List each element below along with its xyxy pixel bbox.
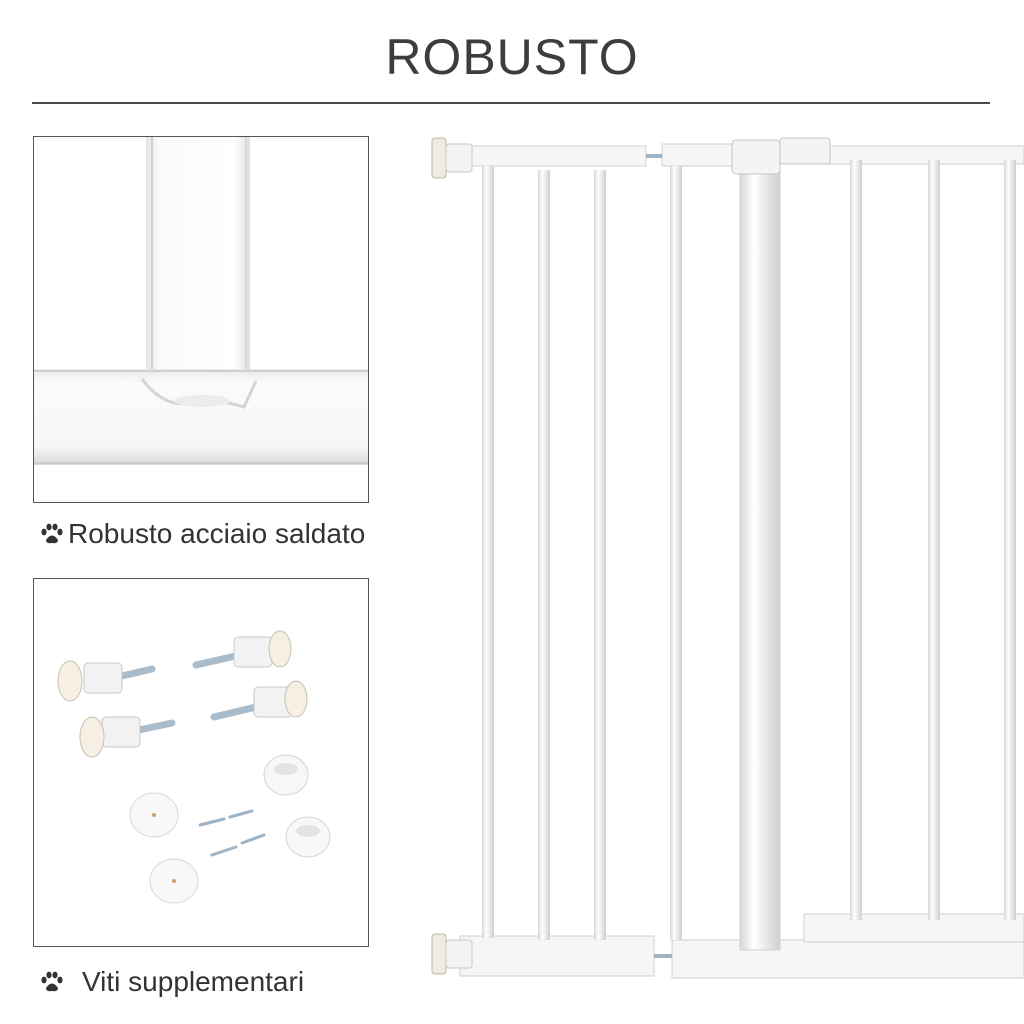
feature-caption-screws: Viti supplementari	[40, 966, 304, 1000]
welded-steel-image	[33, 136, 369, 503]
page-title: ROBUSTO	[385, 29, 639, 85]
pressure-spindle-4	[79, 716, 176, 758]
paw-icon	[40, 968, 64, 1000]
extra-screws-image	[33, 578, 369, 947]
paw-icon	[40, 520, 64, 552]
feature-label: Robusto acciaio saldato	[68, 518, 366, 549]
title-divider	[32, 102, 990, 104]
safety-gate-image	[410, 130, 1024, 990]
wall-cups	[129, 754, 331, 904]
pressure-spindle-1	[57, 660, 156, 702]
feature-label: Viti supplementari	[82, 966, 305, 997]
pressure-spindle-3	[210, 680, 308, 721]
pressure-spindle-2	[192, 630, 292, 669]
feature-caption-steel: Robusto acciaio saldato	[40, 518, 365, 552]
small-screws	[198, 809, 266, 857]
